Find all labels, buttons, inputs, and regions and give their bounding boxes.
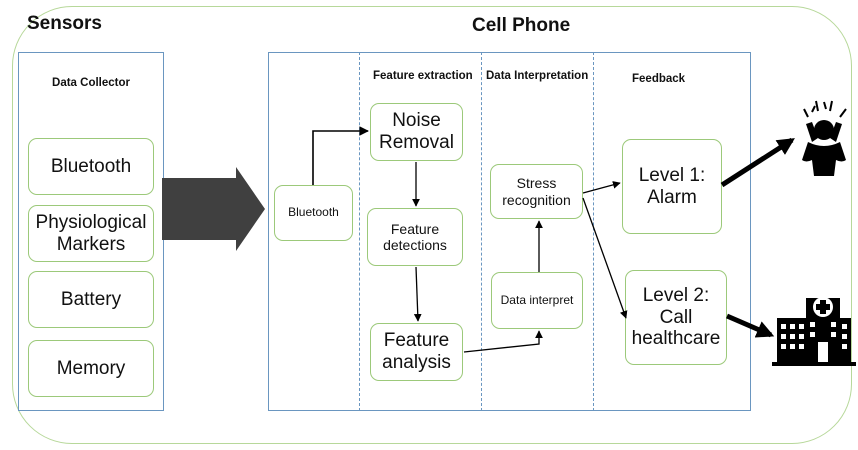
data-collector-title: Data Collector — [52, 77, 130, 89]
arrow-stress-to-level2 — [582, 197, 628, 319]
hospital-icon — [772, 297, 856, 366]
stress-recognition-box: Stress recognition — [490, 164, 583, 219]
column-header-data-interpretation: Data Interpretation — [486, 70, 589, 82]
feature-detections-box: Feature detections — [367, 208, 463, 266]
sensors-title: Sensors — [27, 13, 102, 34]
level1-alarm-box: Level 1: Alarm — [622, 139, 722, 234]
phone-bluetooth-box: Bluetooth — [274, 185, 353, 241]
data-interpret-box: Data interpret — [491, 272, 583, 329]
noise-removal-box: Noise Removal — [370, 103, 463, 161]
sensor-bluetooth: Bluetooth — [28, 138, 154, 195]
arrow-stress-to-level1 — [582, 181, 621, 194]
level2-call-healthcare-box: Level 2: Call healthcare — [625, 270, 727, 365]
column-header-feedback: Feedback — [632, 73, 686, 85]
sensor-physiological-markers: Physiological Markers — [28, 205, 154, 262]
column-divider — [359, 52, 360, 411]
column-divider — [481, 52, 482, 411]
column-header-feature-extraction: Feature extraction — [373, 70, 473, 82]
column-divider — [593, 52, 594, 411]
arrow-bluetooth-to-noise — [312, 126, 369, 185]
stressed-person-icon — [802, 100, 847, 176]
cell-phone-title: Cell Phone — [472, 15, 571, 36]
sensor-memory: Memory — [28, 340, 154, 397]
arrow-level1-to-person — [720, 137, 795, 188]
big-transfer-arrow — [162, 167, 265, 251]
sensor-battery: Battery — [28, 271, 154, 328]
feature-analysis-box: Feature analysis — [370, 323, 463, 381]
outer-frame — [12, 6, 852, 444]
arrow-level2-to-hospital — [726, 313, 775, 338]
arrow-analysis-to-interpret — [463, 330, 543, 353]
arrow-detections-to-analysis — [413, 266, 422, 322]
